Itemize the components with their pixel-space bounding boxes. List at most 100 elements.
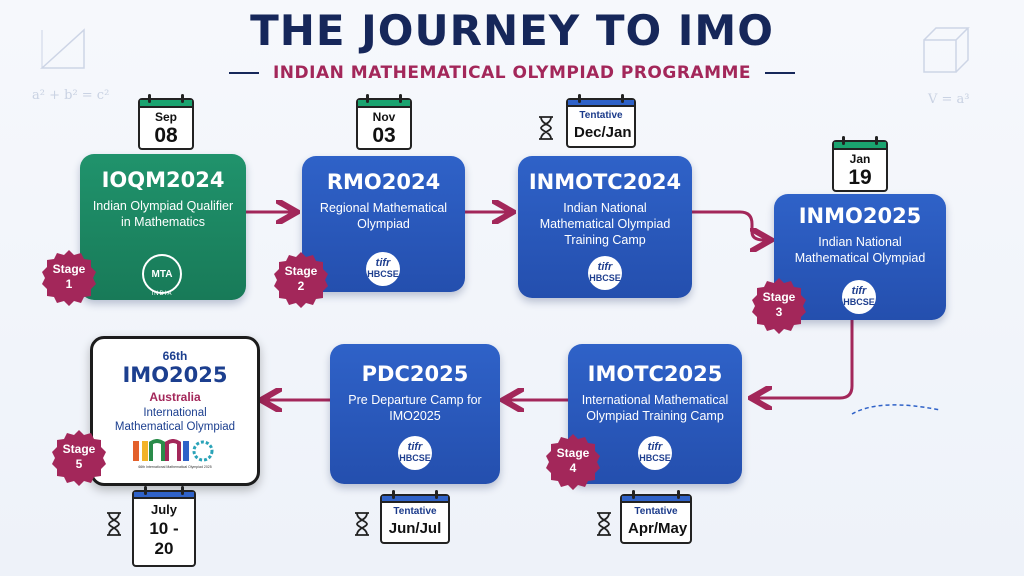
formula-left-decoration: a² + b² = c² (32, 88, 110, 103)
logo-line-2: HBCSE (367, 269, 399, 279)
badge-label: Stage (284, 264, 318, 278)
badge-number: 5 (75, 457, 83, 471)
date-range: Dec/Jan (574, 124, 632, 141)
imo-2025-logo (133, 439, 214, 462)
mta-logo: MTA (142, 254, 182, 294)
stage-description: International Mathematical Olympiad Trai… (581, 393, 729, 423)
stage-name: INMO2025 (798, 204, 922, 228)
mta-logo-ring-text: INDIA (151, 291, 173, 297)
triangle-sketch-icon (40, 28, 85, 69)
imo-logo-caption: 66th International Mathematical Olympiad… (138, 465, 212, 469)
date-calendar-inmo: Jan 19 (832, 136, 888, 192)
imo-country: Australia (149, 390, 201, 404)
page-title: THE JOURNEY TO IMO (250, 6, 774, 55)
tifr-hbcse-logo: tifr HBCSE (366, 252, 400, 286)
page-subtitle: INDIAN MATHEMATICAL OLYMPIAD PROGRAMME (272, 63, 752, 83)
badge-number: 4 (569, 461, 577, 475)
badge-label: Stage (556, 446, 590, 460)
stage-card-rmo[interactable]: RMO2024 Regional Mathematical Olympiad t… (302, 156, 465, 292)
stage-card-inmotc[interactable]: INMOTC2024 Indian National Mathematical … (518, 156, 692, 298)
date-month: July (150, 502, 177, 517)
imo-edition: 66th (162, 349, 188, 363)
date-calendar-imo: July 10 - 20 (132, 486, 196, 567)
tifr-hbcse-logo: tifr HBCSE (398, 436, 432, 470)
badge-text: Stage 1 (40, 262, 98, 292)
stage-badge-1: Stage 1 (40, 248, 98, 306)
badge-text: Stage 5 (50, 442, 108, 472)
stage-card-inmo[interactable]: INMO2025 Indian National Mathematical Ol… (774, 194, 946, 320)
date-month: Sep (154, 110, 177, 124)
stage-card-ioqm[interactable]: IOQM2024 Indian Olympiad Qualifier in Ma… (80, 154, 246, 300)
seal-shape (752, 278, 806, 334)
date-calendar-ioqm: Sep 08 (138, 94, 194, 150)
logo-line-2: HBCSE (639, 453, 671, 463)
date-day: 08 (154, 124, 178, 147)
date-month: Nov (372, 110, 396, 124)
badge-number: 3 (775, 305, 783, 319)
mta-logo-text: MTA (151, 268, 173, 280)
stage-badge-3: Stage 3 (750, 276, 808, 334)
badge-label: Stage (62, 442, 96, 456)
stage-description: International Mathematical Olympiad (114, 407, 236, 433)
badge-text: Stage 3 (750, 290, 808, 320)
logo-line-2: HBCSE (843, 297, 875, 307)
badge-number: 1 (65, 277, 73, 291)
date-calendar-rmo: Nov 03 (356, 94, 412, 150)
tentative-label: Tentative (579, 110, 623, 121)
stage-name: IMOTC2025 (587, 362, 723, 386)
subtitle-rule-right (765, 72, 796, 74)
logo-line-1: tifr (407, 441, 423, 453)
date-calendar-pdc: Tentative Jun/Jul (380, 490, 450, 544)
date-day: 03 (372, 124, 396, 147)
badge-text: Stage 2 (272, 264, 330, 294)
stage-card-imo[interactable]: 66th IMO2025 Australia International Mat… (90, 336, 260, 486)
hourglass-icon (107, 512, 121, 536)
stage-name: PDC2025 (361, 362, 469, 386)
logo-line-1: tifr (647, 441, 663, 453)
tifr-hbcse-logo: tifr HBCSE (588, 256, 622, 290)
logo-line-2: HBCSE (399, 453, 431, 463)
stage-description: Indian National Mathematical Olympiad Tr… (539, 201, 671, 247)
stage-name: IMO2025 (122, 363, 228, 387)
tentative-label: Tentative (393, 506, 437, 517)
stage-badge-4: Stage 4 (544, 432, 602, 490)
date-day: 10 - 20 (149, 519, 179, 558)
badge-label: Stage (52, 262, 86, 276)
subtitle-row: INDIAN MATHEMATICAL OLYMPIAD PROGRAMME (0, 63, 1024, 83)
stage-name: IOQM2024 (101, 168, 225, 192)
logo-line-1: tifr (851, 285, 867, 297)
stage-name: RMO2024 (326, 170, 441, 194)
stage-badge-2: Stage 2 (272, 250, 330, 308)
badge-label: Stage (762, 290, 796, 304)
stage-name: INMOTC2024 (528, 170, 682, 194)
date-range: Jun/Jul (388, 520, 442, 537)
stage-description: Indian National Mathematical Olympiad (794, 235, 926, 265)
subtitle-rule-left (228, 72, 259, 74)
tentative-label: Tentative (634, 506, 678, 517)
stage-description: Regional Mathematical Olympiad (319, 201, 448, 231)
logo-line-1: tifr (375, 257, 391, 269)
date-range: Apr/May (628, 520, 688, 537)
stage-badge-5: Stage 5 (50, 428, 108, 486)
date-day: 19 (848, 166, 872, 189)
stage-card-pdc[interactable]: PDC2025 Pre Departure Camp for IMO2025 t… (330, 344, 500, 484)
seal-shape (274, 252, 328, 308)
hourglass-icon (597, 512, 611, 536)
cube-sketch-icon (923, 27, 970, 73)
badge-number: 2 (297, 279, 305, 293)
tifr-hbcse-logo: tifr HBCSE (842, 280, 876, 314)
hourglass-icon (539, 116, 553, 140)
date-calendar-inmotc: Tentative Dec/Jan (566, 94, 636, 148)
stage-description: Pre Departure Camp for IMO2025 (348, 393, 482, 423)
seal-shape (52, 430, 106, 486)
date-month: Jan (849, 152, 871, 166)
badge-text: Stage 4 (544, 446, 602, 476)
seal-shape (546, 434, 600, 490)
seal-shape (42, 250, 96, 306)
date-calendar-imotc: Tentative Apr/May (620, 490, 692, 544)
logo-line-2: HBCSE (589, 273, 621, 283)
hourglass-icon (355, 512, 369, 536)
stage-description: Indian Olympiad Qualifier in Mathematics (92, 199, 234, 229)
dashed-decoration (851, 404, 941, 415)
